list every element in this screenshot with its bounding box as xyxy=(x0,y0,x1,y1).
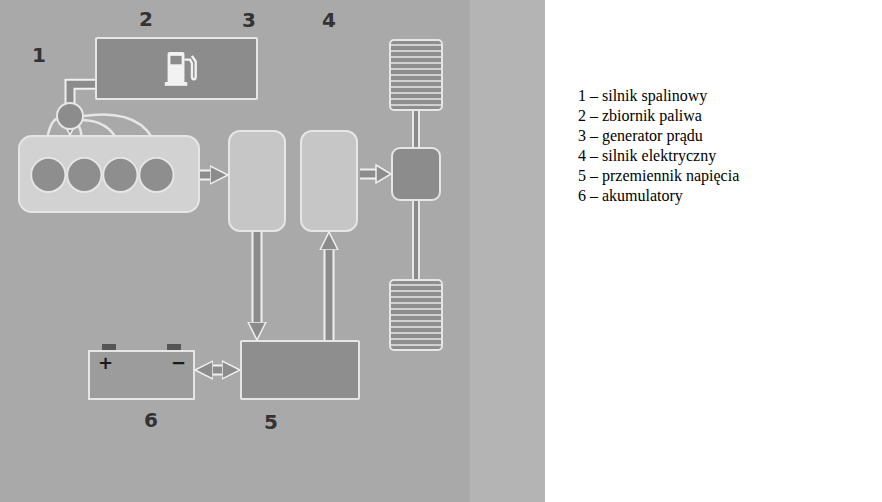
key-entry: 2 – zbiornik paliwa xyxy=(578,106,702,125)
terminal-sign: + xyxy=(98,352,113,374)
callout-number: 6 xyxy=(144,410,158,430)
fuel-pump xyxy=(57,103,83,129)
drive-arrow-head xyxy=(376,165,391,183)
engine-box: 1 xyxy=(18,135,200,213)
fuel-icon xyxy=(165,52,196,86)
page-edge xyxy=(470,0,545,502)
key-entry: 1 – silnik spalinowy xyxy=(578,86,707,105)
differential xyxy=(392,148,440,200)
arrow-outline xyxy=(252,232,263,326)
key-entry: 3 – generator prądu xyxy=(578,126,703,145)
wheel xyxy=(390,280,442,350)
cylinder xyxy=(139,158,173,192)
flow-arrow xyxy=(209,370,226,371)
arrow-outline xyxy=(209,365,226,376)
arrow-outline xyxy=(324,246,335,340)
flow-arrow xyxy=(200,175,214,176)
callout-number: 5 xyxy=(264,412,278,432)
battery-body xyxy=(89,351,194,399)
battery-terminal xyxy=(102,344,116,351)
arrow-outline xyxy=(200,170,214,181)
callout-number: 3 xyxy=(242,10,256,30)
callout-number: 2 xyxy=(139,9,153,29)
wheel xyxy=(390,40,442,110)
converter-box: 5 xyxy=(240,340,360,400)
background-panel xyxy=(0,0,545,502)
key-entry: 4 – silnik elektryczny xyxy=(578,146,716,165)
engine-shape xyxy=(20,137,198,211)
tank-shape xyxy=(97,39,256,98)
callout-number: 1 xyxy=(32,45,46,65)
callout-number: 4 xyxy=(322,10,336,30)
key-entry: 6 – akumulatory xyxy=(578,186,683,205)
arrow-body xyxy=(254,232,261,326)
cylinder xyxy=(103,158,137,192)
cylinder xyxy=(31,158,65,192)
arrow-body xyxy=(326,246,333,340)
key-entry: 5 – przemiennik napięcia xyxy=(578,166,739,185)
fuel-tank: 2 xyxy=(95,37,258,100)
terminal-sign: − xyxy=(171,352,186,374)
arrow-body xyxy=(200,172,214,179)
battery-terminal xyxy=(167,344,181,351)
flow-arrow xyxy=(329,246,330,340)
cylinder xyxy=(67,158,101,192)
generator-box: 3 xyxy=(228,130,286,232)
motor-box: 4 xyxy=(300,130,358,232)
flow-arrow xyxy=(257,232,258,326)
arrow-body xyxy=(209,367,226,374)
